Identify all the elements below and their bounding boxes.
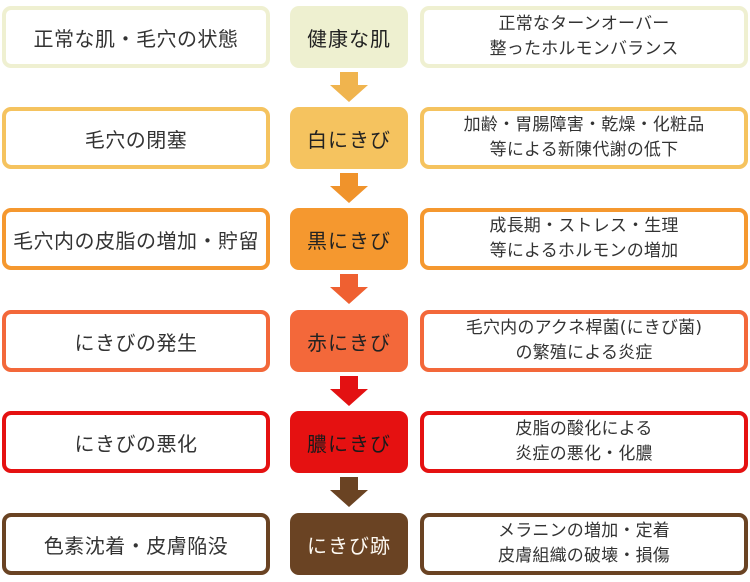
cause-box: 成長期・ストレス・生理 等によるホルモンの増加	[420, 208, 748, 270]
stage-label: 健康な肌	[307, 26, 391, 51]
cause-line: 等によるホルモンの増加	[489, 241, 679, 261]
cause-box: 加齢・胃腸障害・乾燥・化粧品 等による新陳代謝の低下	[420, 107, 748, 169]
cause-line: 等による新陳代謝の低下	[489, 140, 679, 160]
state-box: 毛穴の閉塞	[2, 107, 270, 169]
cause-line: 加齢・胃腸障害・乾燥・化粧品	[463, 115, 705, 136]
cause-line: 正常なターンオーバー	[498, 14, 670, 35]
state-label: にきびの悪化	[74, 431, 198, 456]
state-label: 毛穴内の皮脂の増加・貯留	[13, 228, 259, 253]
cause-line: 毛穴内のアクネ桿菌(にきび菌)	[465, 318, 703, 339]
down-arrow-icon	[329, 274, 369, 304]
stage-label: 赤にきび	[307, 330, 391, 355]
stage-label: にきび跡	[307, 533, 391, 558]
cause-box: 毛穴内のアクネ桿菌(にきび菌) の繁殖による炎症	[420, 310, 748, 372]
stage-box: 健康な肌	[290, 6, 408, 68]
state-box: にきびの発生	[2, 310, 270, 372]
cause-line: 整ったホルモンバランス	[489, 39, 679, 59]
diagram-row-white-acne: 毛穴の閉塞 白にきび 加齢・胃腸障害・乾燥・化粧品 等による新陳代謝の低下	[0, 107, 750, 169]
down-arrow-icon	[329, 173, 369, 203]
state-box: 色素沈着・皮膚陥没	[2, 513, 270, 575]
stage-box: 膿にきび	[290, 411, 408, 473]
stage-box: 黒にきび	[290, 208, 408, 270]
state-label: にきびの発生	[74, 330, 198, 355]
down-arrow-icon	[329, 376, 369, 406]
down-arrow-icon	[329, 72, 369, 102]
stage-label: 黒にきび	[307, 228, 391, 253]
cause-line: 成長期・ストレス・生理	[489, 216, 679, 237]
state-label: 正常な肌・毛穴の状態	[33, 26, 239, 51]
diagram-row-pus-acne: にきびの悪化 膿にきび 皮脂の酸化による 炎症の悪化・化膿	[0, 411, 750, 473]
diagram-row-red-acne: にきびの発生 赤にきび 毛穴内のアクネ桿菌(にきび菌) の繁殖による炎症	[0, 310, 750, 372]
cause-box: 皮脂の酸化による 炎症の悪化・化膿	[420, 411, 748, 473]
cause-line: 皮膚組織の破壊・損傷	[498, 546, 670, 566]
down-arrow-icon	[329, 477, 369, 507]
stage-label: 膿にきび	[307, 431, 391, 456]
state-box: 毛穴内の皮脂の増加・貯留	[2, 208, 270, 270]
diagram-row-black-acne: 毛穴内の皮脂の増加・貯留 黒にきび 成長期・ストレス・生理 等によるホルモンの増…	[0, 208, 750, 270]
state-label: 毛穴の閉塞	[84, 127, 188, 152]
cause-line: の繁殖による炎症	[515, 343, 653, 363]
stage-box: にきび跡	[290, 513, 408, 575]
state-box: 正常な肌・毛穴の状態	[2, 6, 270, 68]
diagram-row-acne-scar: 色素沈着・皮膚陥没 にきび跡 メラニンの増加・定着 皮膚組織の破壊・損傷	[0, 513, 750, 575]
cause-line: 炎症の悪化・化膿	[515, 444, 653, 464]
diagram-row-healthy-skin: 正常な肌・毛穴の状態 健康な肌 正常なターンオーバー 整ったホルモンバランス	[0, 6, 750, 68]
state-label: 色素沈着・皮膚陥没	[43, 533, 229, 558]
stage-box: 白にきび	[290, 107, 408, 169]
cause-line: メラニンの増加・定着	[498, 521, 670, 542]
cause-box: 正常なターンオーバー 整ったホルモンバランス	[420, 6, 748, 68]
stage-box: 赤にきび	[290, 310, 408, 372]
stage-label: 白にきび	[307, 127, 391, 152]
cause-line: 皮脂の酸化による	[515, 419, 653, 440]
cause-box: メラニンの増加・定着 皮膚組織の破壊・損傷	[420, 513, 748, 575]
state-box: にきびの悪化	[2, 411, 270, 473]
